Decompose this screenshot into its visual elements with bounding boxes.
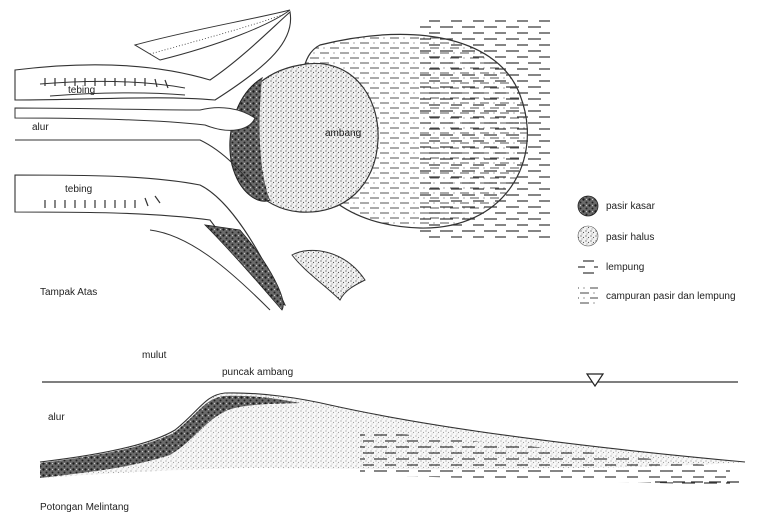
label-puncak-ambang: puncak ambang: [222, 367, 293, 378]
legend-label: pasir halus: [606, 232, 654, 243]
legend-label: lempung: [606, 262, 644, 273]
water-level-marker-icon: [587, 374, 603, 386]
legend-label: pasir kasar: [606, 201, 656, 212]
label-ambang: ambang: [325, 128, 361, 139]
legend-item-pasir-halus: pasir halus: [578, 226, 654, 246]
channel-alur: [15, 108, 255, 131]
legend-label: campuran pasir dan lempung: [606, 291, 736, 302]
cross-section: mulut puncak ambang alur Potongan Melint…: [40, 350, 745, 513]
label-tebing-upper: tebing: [68, 85, 95, 96]
legend-item-pasir-kasar: pasir kasar: [578, 196, 656, 216]
caption-top-view: Tampak Atas: [40, 287, 97, 298]
caption-cross-section: Potongan Melintang: [40, 502, 129, 513]
label-mulut: mulut: [142, 350, 167, 361]
label-tebing-lower: tebing: [65, 184, 92, 195]
label-alur-section: alur: [48, 412, 65, 423]
label-alur-top: alur: [32, 122, 49, 133]
legend-item-lempung: lempung: [578, 258, 644, 276]
top-view: tebing alur tebing ambang Tampak Atas: [15, 10, 550, 310]
lower-spit-coarse: [205, 225, 283, 310]
legend-item-campuran: campuran pasir dan lempung: [578, 287, 736, 307]
small-bar: [292, 250, 365, 300]
legend: pasir kasar pasir halus lempung campuran…: [578, 196, 736, 307]
